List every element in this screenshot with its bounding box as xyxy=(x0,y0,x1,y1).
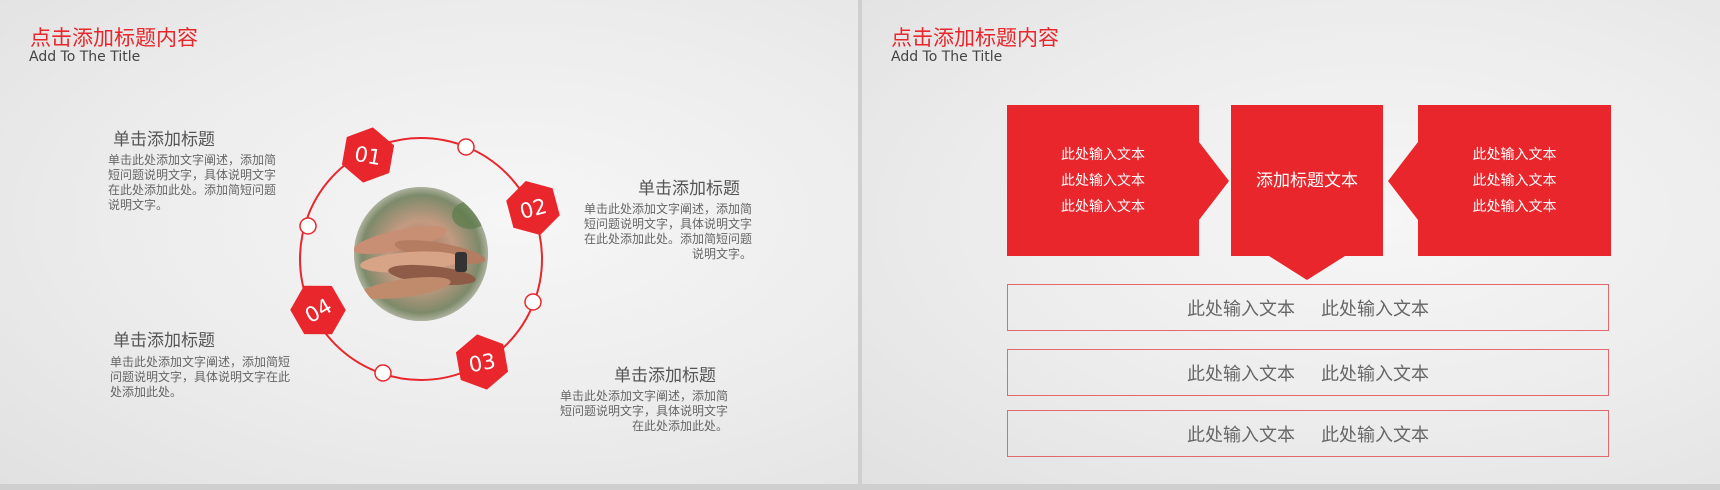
box-line: 此处输入文本 xyxy=(1472,198,1557,215)
desc-line: 在此处添加此处。添加简短问题 xyxy=(583,232,752,246)
ring-dot xyxy=(374,364,392,382)
cycle-diagram: 01 02 03 04 xyxy=(290,127,560,390)
desc-line: 说明文字。 xyxy=(108,198,169,212)
slide-subtitle: Add To The Title xyxy=(891,49,1003,65)
box-line: 此处输入文本 xyxy=(1061,172,1145,189)
slide-subtitle: Add To The Title xyxy=(29,49,141,65)
item-desc-4: 单击此处添加文字阐述，添加简短 问题说明文字，具体说明文字在此 处添加此处。 xyxy=(110,355,290,400)
row-text: 此处输入文本 xyxy=(1321,363,1429,385)
row-text: 此处输入文本 xyxy=(1187,363,1295,385)
hexagon-02: 02 xyxy=(506,180,560,236)
item-title-2: 单击添加标题 xyxy=(638,179,740,199)
ring-dot xyxy=(524,293,542,311)
hexagon-04: 04 xyxy=(290,285,346,335)
arrow-down-shape xyxy=(1269,256,1345,280)
item-title-4: 单击添加标题 xyxy=(113,331,215,351)
hexagon-01: 01 xyxy=(341,127,395,183)
desc-line: 说明文字。 xyxy=(691,247,752,261)
hands-stacked-photo xyxy=(354,187,488,321)
desc-line: 短问题说明文字，具体说明文字 xyxy=(559,404,728,418)
box-line: 此处输入文本 xyxy=(1061,198,1145,215)
box-line: 此处输入文本 xyxy=(1472,146,1557,163)
item-desc-2: 单击此处添加文字阐述，添加简 短问题说明文字，具体说明文字 在此处添加此处。添加… xyxy=(571,202,752,262)
row-text: 此处输入文本 xyxy=(1321,424,1429,446)
desc-line: 单击此处添加文字阐述，添加简 xyxy=(583,202,752,216)
arrow-right-shape xyxy=(1199,142,1229,220)
center-title-box: 添加标题文本 xyxy=(1231,105,1383,256)
ring-dot xyxy=(299,217,317,235)
item-desc-3: 单击此处添加文字阐述，添加简 短问题说明文字，具体说明文字 在此处添加此处。 xyxy=(548,389,728,434)
desc-line: 在此处添加此处。添加简短问题 xyxy=(108,183,277,197)
desc-line: 单击此处添加文字阐述，添加简 xyxy=(559,389,728,403)
item-title-1: 单击添加标题 xyxy=(113,130,215,150)
desc-line: 短问题说明文字，具体说明文字 xyxy=(583,217,752,231)
slide-title: 点击添加标题内容 xyxy=(891,26,1059,50)
item-desc-1: 单击此处添加文字阐述，添加简 短问题说明文字，具体说明文字 在此处添加此处。添加… xyxy=(108,153,276,213)
slide-right: 点击添加标题内容 Add To The Title 此处输入文本 此处输入文本 … xyxy=(862,0,1720,484)
hexagon-label: 03 xyxy=(467,349,497,377)
slide-left: 点击添加标题内容 Add To The Title xyxy=(0,0,858,484)
row-text: 此处输入文本 xyxy=(1187,298,1295,320)
box-line: 此处输入文本 xyxy=(1472,172,1557,189)
text-row-1: 此处输入文本 此处输入文本 xyxy=(1007,284,1609,331)
desc-line: 问题说明文字，具体说明文字在此 xyxy=(110,370,291,384)
desc-line: 处添加此处。 xyxy=(110,385,183,399)
slide-title: 点击添加标题内容 xyxy=(30,26,198,50)
row-text: 此处输入文本 xyxy=(1321,298,1429,320)
center-box-label: 添加标题文本 xyxy=(1256,170,1358,191)
cycle-ring xyxy=(299,137,543,381)
item-title-3: 单击添加标题 xyxy=(614,366,716,386)
left-text-box: 此处输入文本 此处输入文本 此处输入文本 xyxy=(1007,105,1199,256)
ring-dot xyxy=(457,138,475,156)
desc-line: 在此处添加此处。 xyxy=(631,419,728,433)
hexagon-label: 01 xyxy=(353,142,383,170)
desc-line: 单击此处添加文字阐述，添加简 xyxy=(108,153,277,167)
desc-line: 短问题说明文字，具体说明文字 xyxy=(108,168,277,182)
text-row-2: 此处输入文本 此处输入文本 xyxy=(1007,349,1609,396)
row-text: 此处输入文本 xyxy=(1187,424,1295,446)
box-line: 此处输入文本 xyxy=(1061,146,1145,163)
text-row-3: 此处输入文本 此处输入文本 xyxy=(1007,410,1609,457)
hexagon-03: 03 xyxy=(455,334,509,390)
arrow-left-shape xyxy=(1388,142,1418,220)
right-text-box: 此处输入文本 此处输入文本 此处输入文本 xyxy=(1418,105,1611,256)
desc-line: 单击此处添加文字阐述，添加简短 xyxy=(110,355,291,369)
